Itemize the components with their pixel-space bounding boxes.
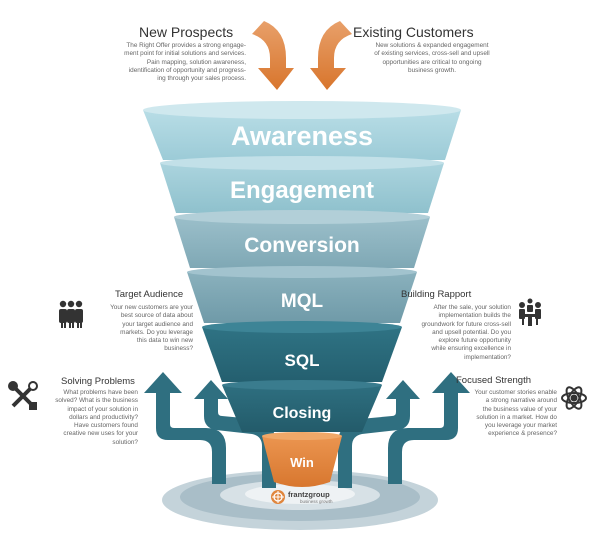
tools-icon [8, 381, 38, 410]
target-audience-title: Target Audience [115, 289, 184, 300]
tier-label-awareness: Awareness [231, 121, 373, 151]
orange-arrows [252, 21, 352, 90]
funnel-labels: Awareness Engagement Conversion MQL SQL … [230, 121, 374, 470]
tier-label-engagement: Engagement [230, 177, 374, 204]
focused-strength-title: Focused Strength [456, 375, 531, 386]
tier-label-mql: MQL [281, 291, 324, 312]
tier-label-closing: Closing [273, 405, 332, 422]
focused-strength-text: Your customer stories enable a strong na… [474, 389, 557, 438]
new-prospects-text: The Right Offer provides a strong engage… [124, 42, 246, 83]
solving-problems-title: Solving Problems [61, 376, 135, 387]
logo-tagline: business growth [300, 499, 333, 504]
teal-arrows [144, 372, 470, 488]
existing-customers-title: Existing Customers [353, 24, 474, 40]
existing-customers-text: New solutions & expanded engagement of e… [374, 42, 490, 74]
platform-base [162, 470, 438, 530]
meeting-icon [519, 298, 541, 326]
funnel-tiers [143, 101, 461, 487]
new-prospects-title: New Prospects [139, 24, 234, 40]
tier-label-win: Win [290, 455, 314, 470]
target-audience-text: Your new customers are your best source … [110, 304, 193, 353]
tier-label-conversion: Conversion [244, 234, 360, 257]
solving-problems-text: What problems have been solved? What is … [55, 389, 138, 446]
tier-label-sql: SQL [285, 351, 320, 370]
logo-name: frantzgroup [288, 490, 330, 499]
building-rapport-text: After the sale, your solution implementa… [421, 304, 511, 361]
people-group-icon [59, 300, 83, 328]
building-rapport-title: Building Rapport [401, 289, 472, 300]
frantzgroup-logo [271, 490, 285, 504]
atom-icon [561, 386, 587, 410]
